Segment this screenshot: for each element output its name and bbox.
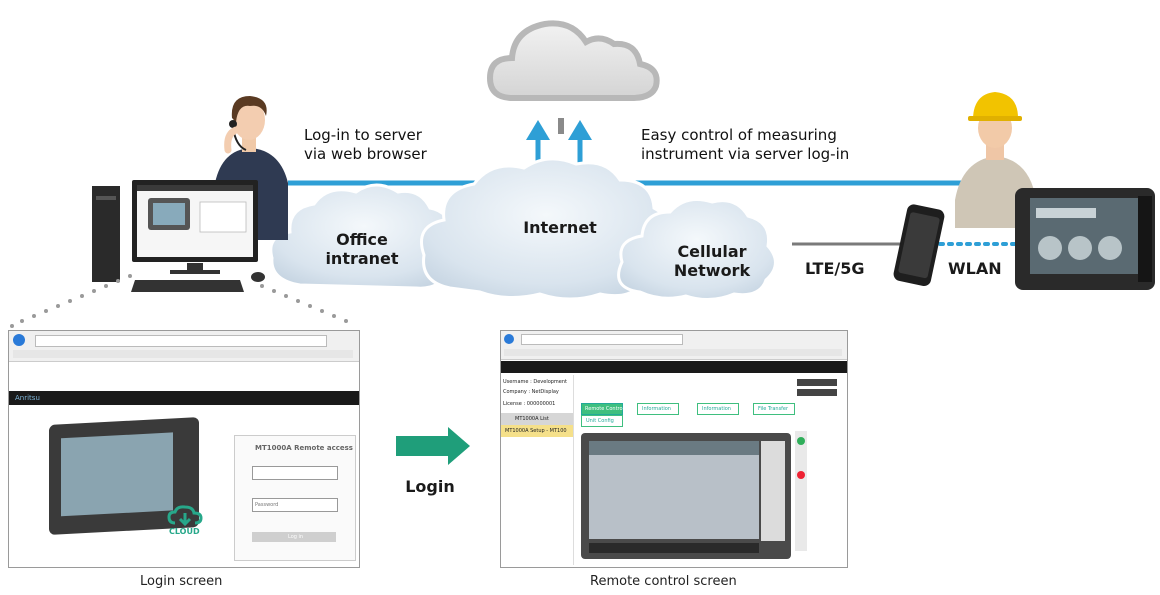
label-line: Office <box>336 230 388 249</box>
remote-top-button[interactable] <box>797 389 837 396</box>
browser-chrome <box>9 331 359 362</box>
login-panel-title: MT1000A Remote access <box>255 444 353 452</box>
information-tab[interactable]: Information <box>637 403 679 415</box>
network-clouds <box>269 157 777 301</box>
cloud-logo: CLOUD <box>167 505 203 536</box>
server-stem <box>558 118 564 134</box>
sidebar-list-header[interactable]: MT1000A List <box>501 413 573 425</box>
login-screen-caption: Login screen <box>140 574 223 589</box>
remote-top-button[interactable] <box>797 379 837 386</box>
login-arrow-label: Login <box>405 477 455 496</box>
tab-label: Information <box>642 406 671 412</box>
sidebar-selected-device[interactable]: MT1000A Setup - MT100 <box>501 425 573 437</box>
tab-label: Information <box>702 406 731 412</box>
information-tab[interactable]: Information <box>697 403 739 415</box>
unit-config-tab[interactable]: Unit Config <box>581 415 623 427</box>
label-line: intranet <box>325 249 399 268</box>
caption-line: instrument via server log-in <box>641 145 850 163</box>
green-indicator-icon[interactable] <box>797 437 805 445</box>
toolbar <box>504 349 842 356</box>
tab-label: Remote Control <box>585 406 624 412</box>
remote-instrument-view[interactable] <box>581 433 791 559</box>
toolbar <box>13 350 353 358</box>
lte-5g-label: LTE/5G <box>805 259 865 278</box>
instrument-screen <box>61 432 173 517</box>
instrument-toolbar <box>589 441 759 455</box>
file-transfer-tab[interactable]: File Transfer <box>753 403 795 415</box>
sidebar-item: MT1000A Setup - MT100 <box>505 428 567 434</box>
login-screen: Anritsu CLOUD MT1000A Remote access Pass… <box>8 330 360 568</box>
back-icon[interactable] <box>504 334 514 344</box>
caption-line: Log-in to server <box>304 126 422 144</box>
zoom-guide-dots <box>10 274 348 328</box>
sidebar-item: MT1000A List <box>515 416 549 422</box>
tab-label: Unit Config <box>586 418 614 424</box>
easy-control-caption: Easy control of measuring instrument via… <box>641 126 849 164</box>
up-arrow-icon <box>568 120 592 140</box>
side-controls <box>795 431 807 551</box>
wlan-label: WLAN <box>948 259 1002 278</box>
measuring-instrument-icon <box>1015 188 1155 290</box>
tab-label: File Transfer <box>758 406 789 412</box>
remote-control-tab[interactable]: Remote Control <box>581 403 624 415</box>
smartphone-icon <box>893 204 945 287</box>
internet-label: Internet <box>523 218 597 237</box>
instrument-status-bar <box>589 543 759 553</box>
username-input[interactable] <box>252 466 338 480</box>
password-placeholder: Password <box>255 502 279 508</box>
remote-instrument-screen[interactable] <box>589 441 759 539</box>
login-button-label: Log in <box>288 534 304 540</box>
server-login-caption: Log-in to server via web browser <box>304 126 427 164</box>
password-input[interactable]: Password <box>252 498 338 512</box>
remote-screen-caption: Remote control screen <box>590 574 737 589</box>
up-arrow-icon <box>526 120 550 140</box>
back-icon[interactable] <box>13 334 25 346</box>
cellular-network-label: Cellular Network <box>662 242 762 280</box>
sidebar-item: Company : NetDisplay <box>503 389 559 395</box>
red-indicator-icon[interactable] <box>797 471 805 479</box>
caption-line: Easy control of measuring <box>641 126 837 144</box>
remote-sidebar: Username : Development Company : NetDisp… <box>501 375 574 565</box>
instrument-side-panel <box>761 441 785 541</box>
caption-line: via web browser <box>304 145 427 163</box>
login-button[interactable]: Log in <box>252 532 336 542</box>
app-header: Anritsu <box>9 391 359 405</box>
app-header <box>501 361 847 373</box>
remote-control-screen: Username : Development Company : NetDisp… <box>500 330 848 568</box>
cloud-download-icon <box>167 505 203 527</box>
label-line: Network <box>673 261 751 280</box>
login-panel: MT1000A Remote access Password Log in <box>234 435 356 561</box>
address-bar[interactable] <box>521 334 683 345</box>
sidebar-item: License : 000000001 <box>503 401 556 407</box>
browser-chrome <box>501 331 847 360</box>
brand-logo: Anritsu <box>15 394 40 402</box>
server-cloud-icon <box>486 20 660 101</box>
office-intranet-label: Office intranet <box>322 230 402 268</box>
label-line: Cellular <box>677 242 747 261</box>
desktop-pc-icon <box>92 180 265 292</box>
login-arrow-icon <box>396 427 470 465</box>
sidebar-item: Username : Development <box>503 379 568 385</box>
address-bar[interactable] <box>35 335 327 347</box>
cloud-text: CLOUD <box>169 527 200 536</box>
